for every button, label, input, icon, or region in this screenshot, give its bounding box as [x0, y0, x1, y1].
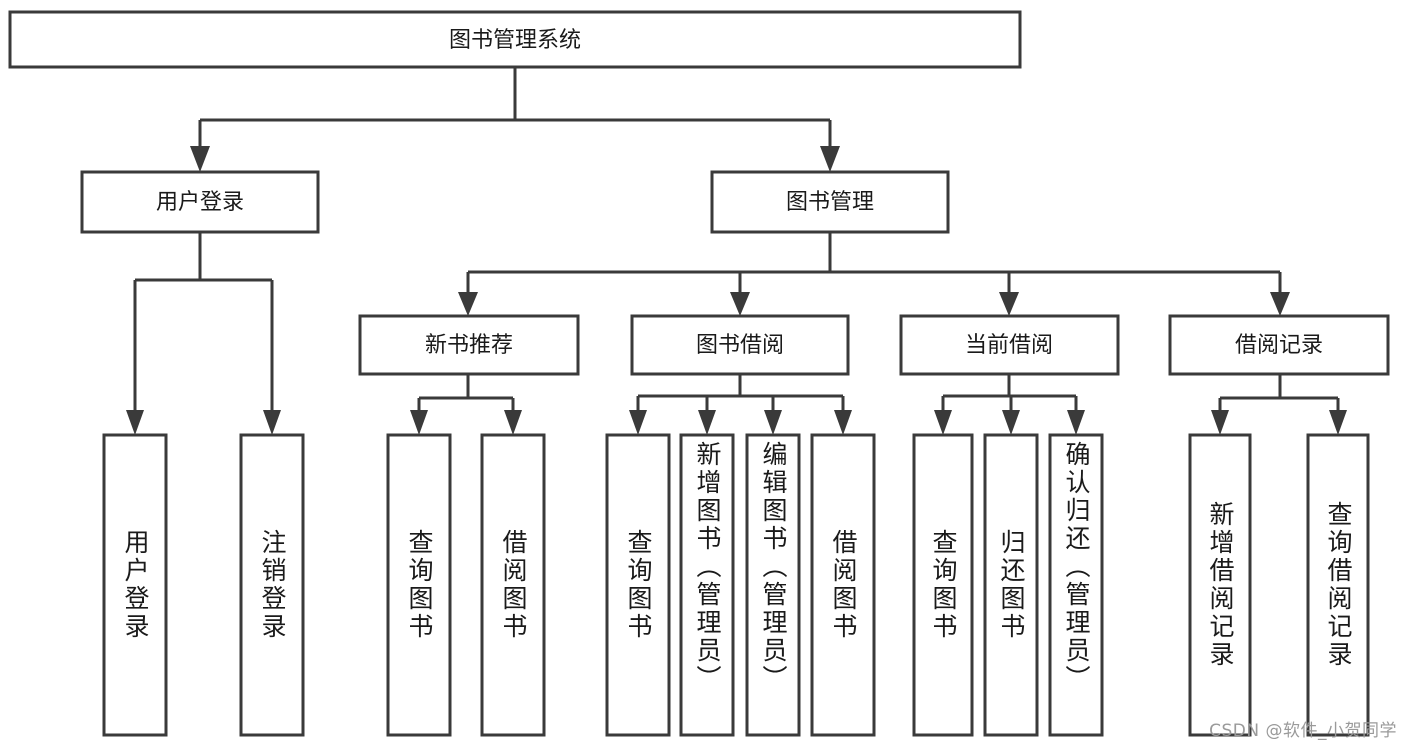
arrow-to-current-borrow-icon — [999, 292, 1019, 316]
node-leaf-query-record-box[interactable] — [1306, 433, 1370, 737]
node-leaf-query-book-rec-box[interactable] — [386, 433, 452, 737]
arrow-to-book-borrow-icon — [730, 292, 750, 316]
node-borrow-record-label: 借阅记录 — [1235, 333, 1323, 358]
node-current-borrow-label: 当前借阅 — [965, 333, 1053, 358]
arrow-to-leaf-borrow-book-rec-icon — [504, 410, 522, 435]
node-book-borrow-box[interactable] — [630, 314, 850, 376]
edge-group-root-to-level1 — [190, 67, 840, 172]
edge-group-newbook-to-leaves — [410, 374, 522, 435]
node-root[interactable]: 图书管理系统 — [8, 10, 1022, 69]
arrow-to-leaf-logout-icon — [263, 410, 281, 435]
arrow-to-leaf-query-record-icon — [1329, 410, 1347, 435]
node-leaf-confirm-return-box[interactable] — [1048, 433, 1104, 737]
edge-group-bookborrow-to-leaves — [629, 374, 852, 435]
arrow-to-new-book-recommend-icon — [458, 292, 478, 316]
node-current-borrow[interactable]: 当前借阅 — [899, 314, 1120, 376]
arrow-to-user-login-icon — [190, 146, 210, 172]
node-leaf-borrow-book-rec-box[interactable] — [480, 433, 546, 737]
leaf-box-group — [102, 433, 1370, 737]
node-new-book-recommend-box[interactable] — [358, 314, 580, 376]
arrow-to-borrow-record-icon — [1270, 292, 1290, 316]
node-book-borrow-label: 图书借阅 — [696, 333, 784, 358]
node-leaf-query-book-cur-box[interactable] — [912, 433, 974, 737]
node-leaf-logout-box[interactable] — [239, 433, 305, 737]
node-root-label: 图书管理系统 — [449, 28, 581, 53]
node-current-borrow-box[interactable] — [899, 314, 1120, 376]
arrow-to-leaf-return-book-icon — [1002, 410, 1020, 435]
node-new-book-recommend-label: 新书推荐 — [425, 333, 513, 358]
arrow-to-leaf-add-book-icon — [698, 410, 716, 435]
node-book-manage-box[interactable] — [710, 170, 950, 234]
node-leaf-query-book-bor-box[interactable] — [605, 433, 671, 737]
node-user-login-label: 用户登录 — [156, 190, 244, 215]
node-borrow-record[interactable]: 借阅记录 — [1168, 314, 1390, 376]
arrow-to-leaf-confirm-return-icon — [1067, 410, 1085, 435]
node-leaf-borrow-book-bor-box[interactable] — [810, 433, 876, 737]
node-leaf-edit-book-box[interactable] — [745, 433, 801, 737]
node-new-book-recommend[interactable]: 新书推荐 — [358, 314, 580, 376]
arrow-to-leaf-query-book-bor-icon — [629, 410, 647, 435]
node-book-manage[interactable]: 图书管理 — [710, 170, 950, 234]
watermark-text: CSDN @软件_小贺同学 — [1209, 721, 1397, 741]
arrow-to-leaf-query-book-cur-icon — [934, 410, 952, 435]
edge-group-currentborrow-to-leaves — [934, 374, 1085, 435]
arrow-to-book-manage-icon — [820, 146, 840, 172]
node-root-box[interactable] — [8, 10, 1022, 69]
arrow-to-leaf-query-book-rec-icon — [410, 410, 428, 435]
node-user-login-box[interactable] — [80, 170, 320, 234]
arrow-to-leaf-borrow-book-bor-icon — [834, 410, 852, 435]
edge-group-bookmanage-to-level2 — [458, 232, 1290, 316]
edge-group-borrowrecord-to-leaves — [1211, 374, 1347, 435]
node-leaf-user-login-box[interactable] — [102, 433, 168, 737]
node-leaf-add-book-box[interactable] — [679, 433, 735, 737]
node-leaf-add-record-box[interactable] — [1188, 433, 1252, 737]
node-user-login[interactable]: 用户登录 — [80, 170, 320, 234]
arrow-to-leaf-edit-book-icon — [764, 410, 782, 435]
arrow-to-leaf-user-login-icon — [126, 410, 144, 435]
node-borrow-record-box[interactable] — [1168, 314, 1390, 376]
node-leaf-return-book-box[interactable] — [983, 433, 1039, 737]
node-book-manage-label: 图书管理 — [786, 190, 874, 215]
edge-group-userlogin-to-leaves — [126, 232, 281, 435]
node-book-borrow[interactable]: 图书借阅 — [630, 314, 850, 376]
arrow-to-leaf-add-record-icon — [1211, 410, 1229, 435]
